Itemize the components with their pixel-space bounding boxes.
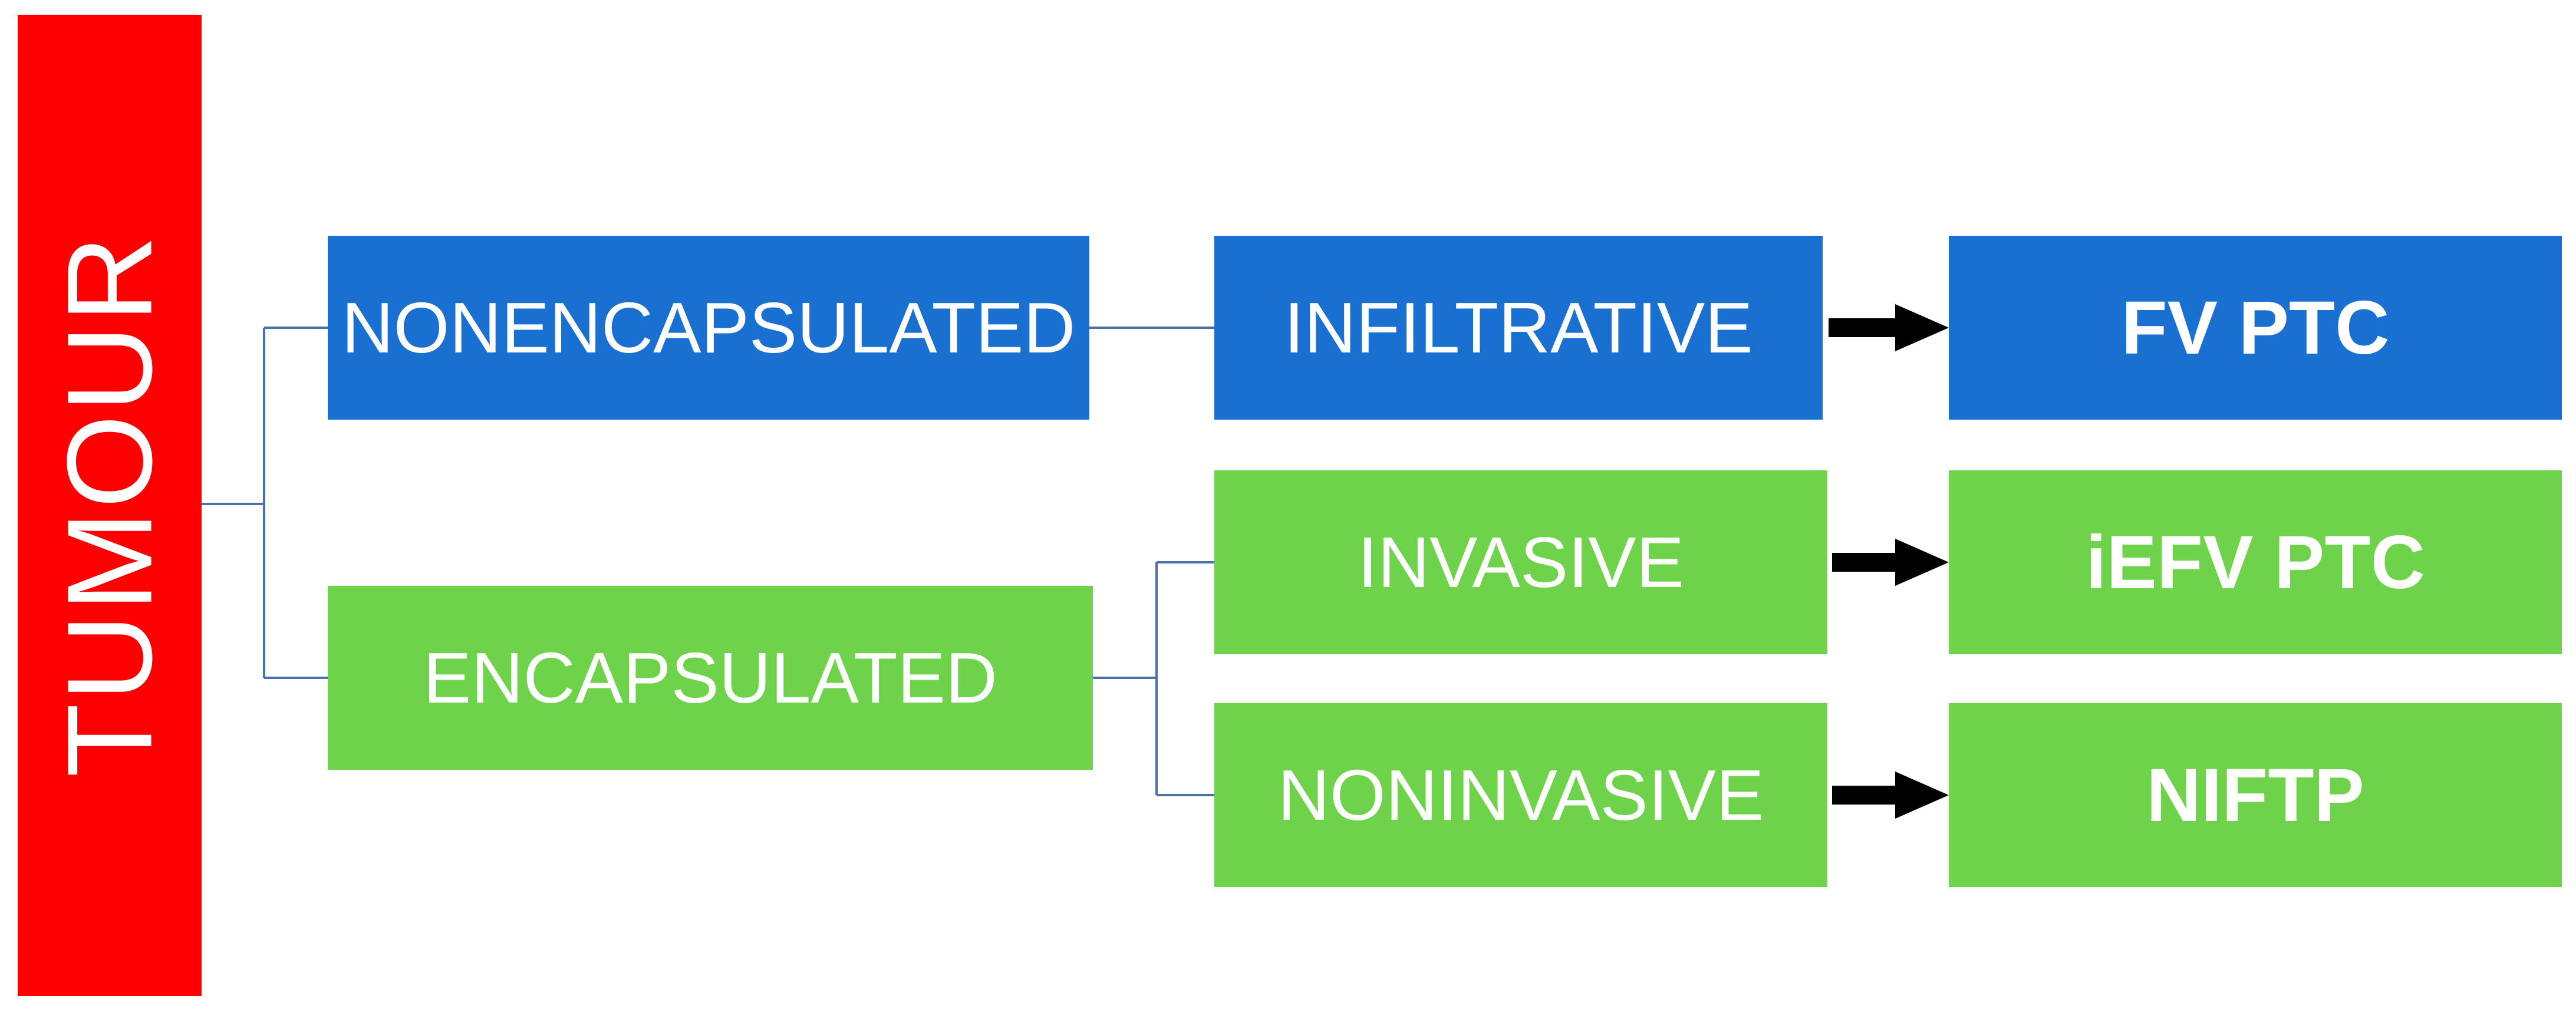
node-encapsulated-label: ENCAPSULATED bbox=[423, 638, 997, 718]
tumour-root-box bbox=[18, 15, 202, 996]
arrow-invasive-to-iefv-ptc bbox=[1832, 539, 1949, 586]
node-invasive-label: INVASIVE bbox=[1358, 522, 1684, 602]
node-nonencapsulated-label: NONENCAPSULATED bbox=[341, 288, 1076, 368]
node-infiltrative: INFILTRATIVE bbox=[1214, 236, 1823, 420]
outcome-fv-ptc-label: FV PTC bbox=[2121, 285, 2390, 370]
outcome-fv-ptc: FV PTC bbox=[1949, 236, 2562, 420]
node-encapsulated: ENCAPSULATED bbox=[328, 586, 1093, 770]
arrow-noninvasive-to-niftp bbox=[1832, 772, 1949, 819]
node-infiltrative-label: INFILTRATIVE bbox=[1284, 288, 1753, 368]
outcome-iefv-ptc-label: iEFV PTC bbox=[2085, 520, 2426, 605]
outcome-iefv-ptc: iEFV PTC bbox=[1949, 470, 2562, 654]
node-invasive: INVASIVE bbox=[1214, 470, 1827, 654]
node-noninvasive: NONINVASIVE bbox=[1214, 703, 1827, 887]
tumour-root-label: TUMOUR bbox=[42, 233, 177, 777]
outcome-niftp: NIFTP bbox=[1949, 703, 2562, 887]
node-noninvasive-label: NONINVASIVE bbox=[1277, 755, 1764, 835]
arrow-infiltrative-to-fv-ptc bbox=[1829, 304, 1949, 351]
node-nonencapsulated: NONENCAPSULATED bbox=[328, 236, 1089, 420]
outcome-niftp-label: NIFTP bbox=[2146, 753, 2364, 838]
outcome-arrows bbox=[1829, 304, 1949, 819]
